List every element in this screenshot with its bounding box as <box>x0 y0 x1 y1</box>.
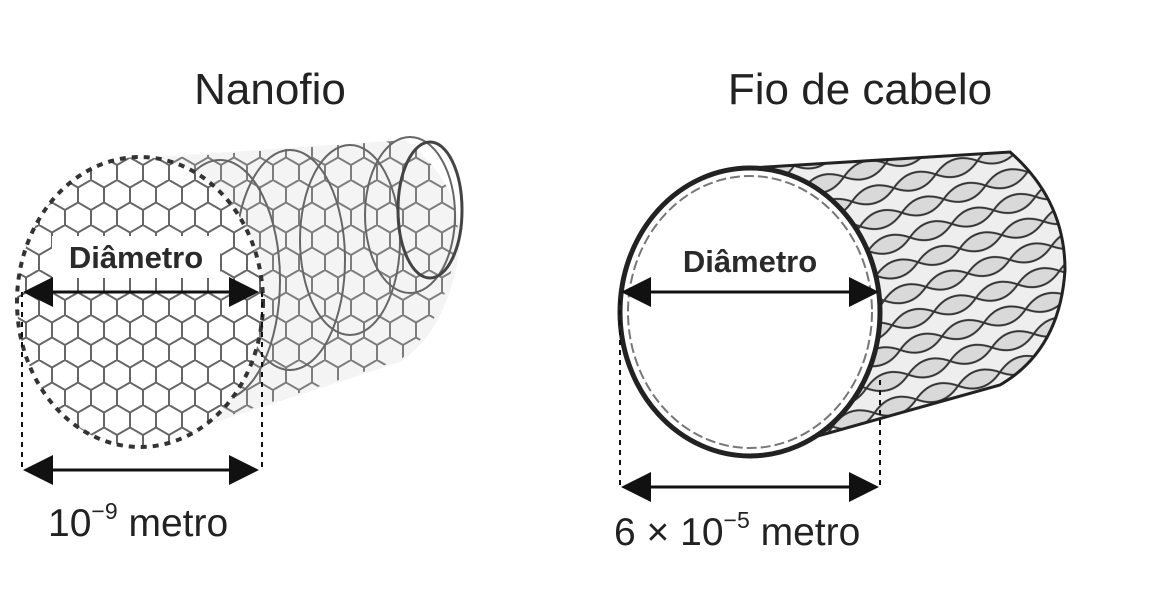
nanowire-diameter-label: Diâmetro <box>69 240 203 275</box>
hair-panel: Fio de cabelo Diâmetro 6 × 10−5 metro <box>614 65 1067 554</box>
hair-strand-illustration <box>617 150 1067 459</box>
hair-measure-text: 6 × 10−5 metro <box>614 507 860 554</box>
nanowire-measure-text: 10−9 metro <box>48 498 228 545</box>
nanotube-illustration <box>15 136 464 449</box>
nanowire-panel: Nanofio Diâmetro 10−9 me <box>15 65 464 545</box>
hair-diameter-label: Diâmetro <box>683 244 817 279</box>
nanowire-title: Nanofio <box>194 65 346 114</box>
hair-title: Fio de cabelo <box>728 65 992 114</box>
